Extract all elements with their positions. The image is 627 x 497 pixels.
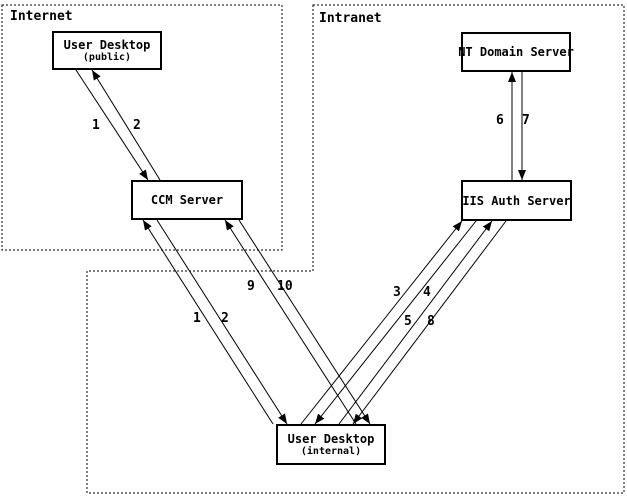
node-title: CCM Server xyxy=(150,193,224,207)
edge-label-step2-internal: 2 xyxy=(221,311,229,326)
edge-step1-internal-desktop-to-ccm xyxy=(142,219,274,425)
edge-label-step5: 5 xyxy=(404,314,412,329)
internet-region-outline xyxy=(1,4,283,251)
edge-step2-ccm-to-public-desktop xyxy=(91,69,161,181)
edge-step9-internal-desktop-to-ccm xyxy=(224,219,357,425)
node-ccm-server: CCM Server xyxy=(131,180,243,220)
node-user-desktop-internal: User Desktop (internal) xyxy=(276,424,386,465)
intranet-region-outline xyxy=(86,4,625,494)
node-iis-auth-server: IIS Auth Server xyxy=(461,180,572,221)
edge-label-step2-public: 2 xyxy=(133,118,141,133)
node-subtitle: (public) xyxy=(82,52,132,63)
edge-step4-iis-to-internal-desktop xyxy=(314,220,477,425)
node-title: NT Domain Server xyxy=(458,45,574,59)
edge-step5-internal-desktop-to-iis xyxy=(338,220,493,425)
edge-label-step1-public: 1 xyxy=(92,118,100,133)
edge-step3-internal-desktop-to-iis xyxy=(300,220,463,425)
edge-label-step8: 8 xyxy=(427,314,435,329)
edge-step1-public-desktop-to-ccm xyxy=(75,69,149,181)
node-user-desktop-public: User Desktop (public) xyxy=(52,31,162,70)
edge-step8-iis-to-internal-desktop xyxy=(352,220,507,425)
edge-label-step10: 10 xyxy=(277,279,293,294)
node-title: User Desktop xyxy=(287,432,375,446)
edge-label-step9: 9 xyxy=(247,279,255,294)
edge-label-step6: 6 xyxy=(496,113,504,128)
node-title: IIS Auth Server xyxy=(462,193,571,208)
edge-label-step4: 4 xyxy=(423,285,431,300)
edge-step10-ccm-to-internal-desktop xyxy=(238,219,371,425)
internet-region-label: Internet xyxy=(10,9,73,24)
node-subtitle: (internal) xyxy=(300,446,362,457)
edge-label-step7: 7 xyxy=(522,113,530,128)
intranet-region-label: Intranet xyxy=(319,11,382,26)
edge-label-step3: 3 xyxy=(393,285,401,300)
edge-step2-ccm-to-internal-desktop xyxy=(156,219,288,425)
node-title: User Desktop xyxy=(63,38,151,52)
node-nt-domain-server: NT Domain Server xyxy=(458,32,574,72)
edge-label-step1-internal: 1 xyxy=(193,311,201,326)
